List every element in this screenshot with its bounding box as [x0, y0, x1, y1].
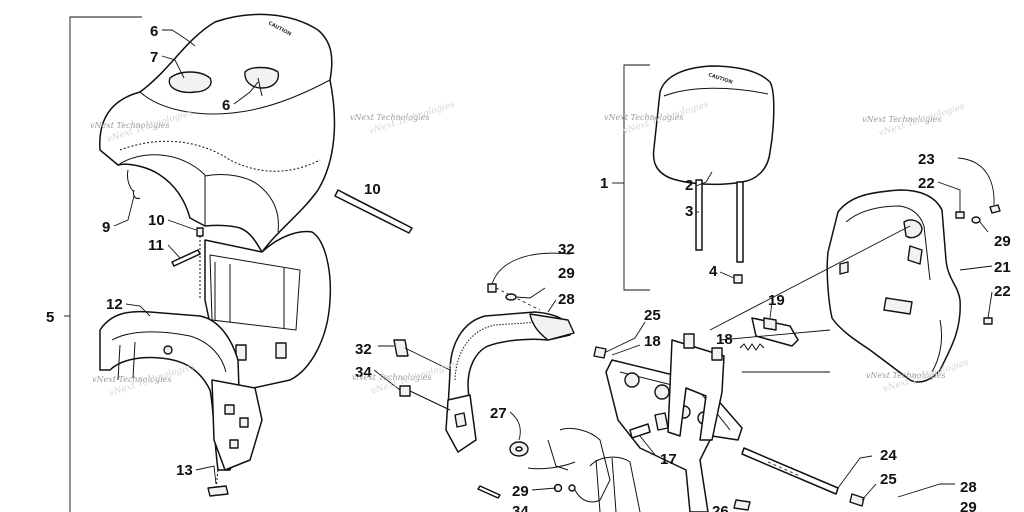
callout-19: 18: [716, 331, 733, 348]
backrest-frame: [527, 333, 743, 512]
watermark-4: vNext Technologies: [862, 115, 941, 124]
callout-2: 2: [685, 177, 693, 194]
callout-24: 24: [880, 447, 897, 464]
callout-17: 17: [660, 451, 677, 468]
seat-assembly-bracket: [64, 16, 142, 512]
callout-6: 6: [150, 23, 158, 40]
callout-27: 27: [490, 405, 507, 422]
watermark-6: vNext Technologies: [352, 373, 431, 382]
callout-29-lower: 29: [512, 483, 529, 500]
callout-18: 18: [644, 333, 661, 350]
seat-base-frame: [99, 230, 332, 471]
clip-17: [629, 423, 657, 457]
callout-20: 19: [768, 292, 785, 309]
washer-29: [505, 287, 546, 301]
washer-29-right: [971, 216, 989, 233]
headrest-posts: [695, 179, 744, 284]
callout-4: 4: [709, 263, 718, 280]
seat-cushion: CAUTION: [99, 13, 336, 253]
watermark-5: vNext Technologies: [92, 375, 171, 384]
latch-20: [751, 301, 799, 347]
callout-28: 28: [558, 291, 575, 308]
screw-32: [373, 369, 451, 411]
callout-13: 12: [106, 296, 123, 313]
headrest-bracket: [612, 64, 650, 291]
callout-9: 9: [102, 219, 110, 236]
callout-14: 13: [176, 462, 193, 479]
callout-22-right: 22: [994, 283, 1011, 300]
callout-28-lower: 28: [960, 479, 977, 496]
bushing-18: [611, 344, 641, 356]
pin-11: [196, 227, 204, 300]
washer-27: [509, 411, 529, 457]
screw-22-lower: [983, 317, 993, 325]
callout-32: 34: [355, 364, 372, 381]
callout-12: 11: [148, 237, 164, 254]
clip-14: [207, 469, 229, 497]
callout-21: 21: [994, 259, 1011, 276]
side-cover: [826, 189, 961, 383]
callout-5: 5: [46, 309, 54, 326]
leader-lines: [709, 225, 911, 373]
seat-strap: [334, 189, 413, 234]
callout-11: 10: [148, 212, 165, 229]
callout-25-lower: 25: [880, 471, 897, 488]
bushing-25-upper: [593, 321, 646, 359]
nut-22-lower: [553, 483, 576, 493]
rod-24: [741, 447, 877, 507]
callout-29-right: 29: [994, 233, 1011, 250]
watermark-2: vNext Technologies: [350, 113, 429, 122]
washer-28-lower: [897, 483, 955, 498]
watermark-7: vNext Technologies: [866, 371, 945, 380]
screw-23: [957, 157, 1001, 214]
callout-8: 7: [150, 49, 158, 66]
callout-1: 1: [600, 175, 608, 192]
callout-7: 6: [222, 97, 230, 114]
headrest-pad: CAUTION: [652, 65, 775, 186]
callout-29-bottom: 29: [960, 499, 977, 512]
callout-26: 26: [712, 503, 729, 512]
callout-29: 29: [558, 265, 575, 282]
callout-31: 32: [355, 341, 372, 358]
screw-22-upper: [937, 181, 965, 219]
callout-numbers: 6 7 6 9 10 11 12 5 13 10 32 29 28 32 34 …: [46, 23, 1011, 512]
callout-25: 25: [644, 307, 661, 324]
clip-31: [378, 339, 451, 371]
callout-23: 23: [918, 151, 935, 168]
callout-32-lower: 34: [512, 503, 529, 512]
watermark-3: vNext Technologies: [604, 113, 683, 122]
grab-handle: [445, 311, 575, 453]
bracket-12: [171, 249, 201, 267]
callout-10: 10: [364, 181, 381, 198]
watermark-1: vNext Technologies: [90, 121, 169, 130]
pin-34: [477, 485, 501, 499]
bolt-30: [487, 252, 571, 311]
bushing-26: [733, 499, 751, 511]
spring-19: [739, 343, 765, 351]
callout-3: 3: [685, 203, 693, 220]
callout-22: 22: [918, 175, 935, 192]
callout-30: 32: [558, 241, 575, 258]
